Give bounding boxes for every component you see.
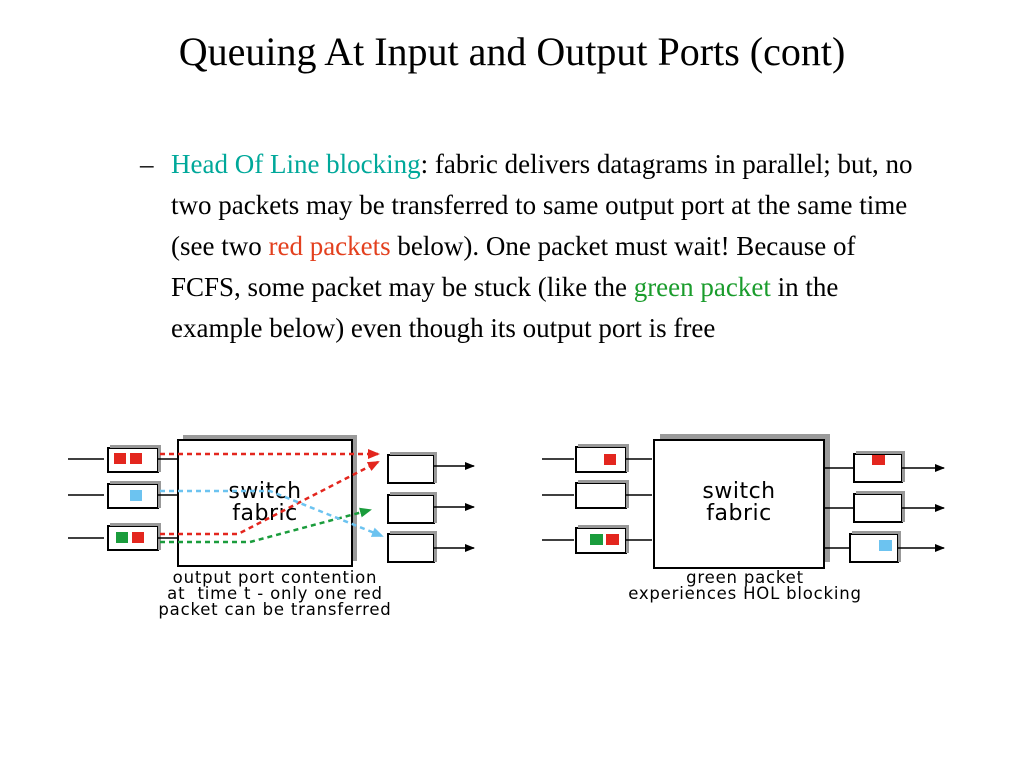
- bullet-text-3: in the example below) even though its ou…: [171, 272, 839, 343]
- fabric-label-line1: switch: [702, 479, 775, 504]
- left-diagram-graphic: switch fabric: [68, 435, 475, 567]
- switch-fabric: switch fabric: [653, 434, 830, 569]
- switch-fabric: switch fabric: [177, 435, 357, 567]
- output-queue-1: [853, 451, 905, 483]
- left-caption-line2: at time t - only one red: [167, 584, 383, 603]
- red-packet: [606, 534, 619, 545]
- diagram-hol-blocking: switch fabric green packet experiences H…: [530, 428, 960, 608]
- output-queue-3: [387, 531, 437, 563]
- right-caption-line1: green packet: [686, 568, 804, 587]
- right-diagram-graphic: switch fabric: [542, 434, 945, 569]
- input-queue-1: [107, 445, 161, 473]
- left-caption-line1: output port contention: [172, 568, 378, 587]
- input-queue-2: [575, 480, 629, 509]
- bullet-text-2: below). One packet must wait! Because of…: [171, 231, 856, 302]
- diagram-output-port-contention: switch fabric output port contention at …: [60, 428, 490, 624]
- right-caption-line2: experiences HOL blocking: [628, 584, 862, 603]
- red-packet: [130, 453, 142, 464]
- red-packet: [872, 455, 885, 465]
- red-packet: [114, 453, 126, 464]
- slide-title: Queuing At Input and Output Ports (cont): [178, 29, 846, 74]
- input-queue-1: [575, 444, 629, 473]
- red-packets-term: red packets: [268, 231, 391, 261]
- green-packet-path: [160, 507, 372, 544]
- red-packet: [132, 532, 144, 543]
- green-packet: [116, 532, 128, 543]
- green-packet-term: green packet: [633, 272, 771, 302]
- fabric-label-line2: fabric: [706, 501, 771, 526]
- bullet-paragraph: – Head Of Line blocking: fabric delivers…: [140, 144, 930, 349]
- green-packet: [590, 534, 603, 545]
- output-queue-2: [853, 491, 905, 523]
- blue-packet: [130, 490, 142, 501]
- input-queue-2: [107, 481, 161, 509]
- fabric-label-line2: fabric: [232, 501, 297, 526]
- right-caption: green packet experiences HOL blocking: [530, 568, 960, 603]
- bullet-dash: –: [140, 149, 154, 179]
- red-packet-path-bottom: [160, 460, 380, 536]
- left-caption-line3: packet can be transferred: [158, 600, 392, 619]
- bullet-text-1: : fabric delivers datagrams in parallel;…: [171, 149, 913, 261]
- input-queue-3: [107, 523, 161, 551]
- left-caption: output port contention at time t - only …: [60, 568, 490, 619]
- output-queue-2: [387, 492, 437, 524]
- red-packet: [604, 454, 616, 465]
- blue-packet: [879, 540, 892, 551]
- input-queue-3: [575, 525, 629, 554]
- hol-blocking-term: Head Of Line blocking: [171, 149, 421, 179]
- output-queue-1: [387, 452, 437, 484]
- blue-packet-path: [160, 489, 384, 538]
- output-queue-3: [849, 531, 901, 563]
